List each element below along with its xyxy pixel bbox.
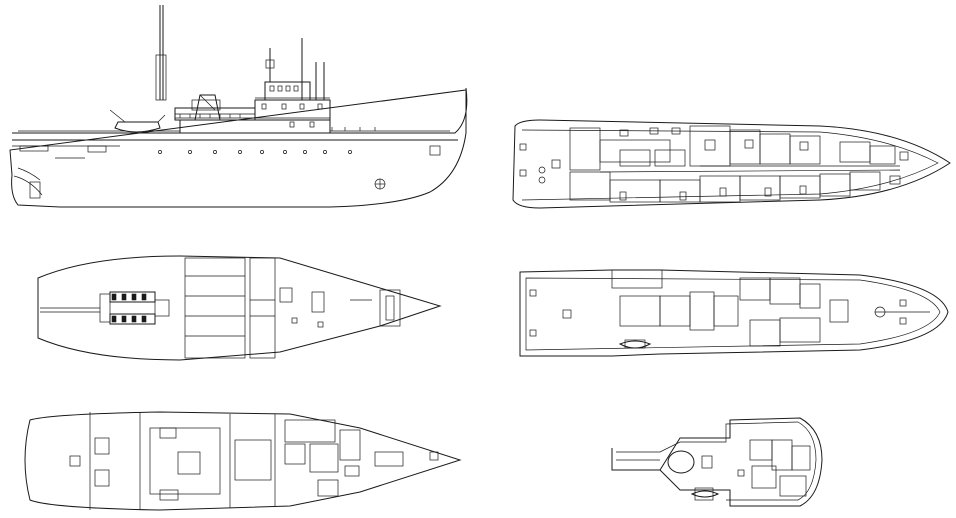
tank-deck-plan — [24, 411, 462, 511]
side-elevation — [9, 5, 468, 208]
lower-deck-plan — [37, 255, 442, 361]
main-deck-plan — [512, 119, 951, 209]
upper-deck-plan — [519, 269, 949, 357]
bridge-deck-plan — [611, 417, 823, 507]
